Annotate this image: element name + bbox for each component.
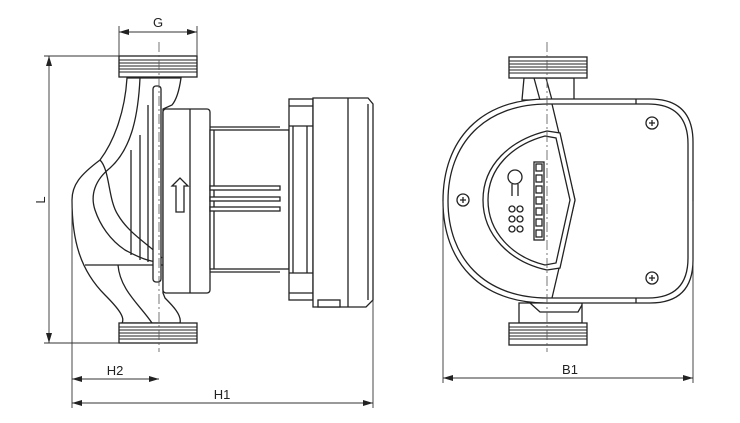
- screw-icon: [456, 193, 470, 207]
- screw-icon: [645, 116, 659, 130]
- motor-end-cap: [312, 97, 374, 308]
- dimension-g: G: [118, 15, 198, 56]
- led-indicator-grid-icon: [508, 205, 524, 233]
- bottom-neck: [518, 302, 583, 324]
- dimension-label-h1: H1: [214, 387, 231, 402]
- speed-knob-icon: [507, 169, 523, 185]
- cooling-fins: [209, 185, 281, 212]
- bottom-thread-nut: [118, 322, 198, 344]
- control-panel-window: [482, 130, 576, 271]
- dimension-label-h2: H2: [107, 363, 124, 378]
- flow-direction-arrow-icon: [170, 177, 190, 213]
- led-bar-indicator: [533, 161, 545, 241]
- dimension-l: L: [33, 55, 119, 344]
- front-bottom-thread-nut: [508, 322, 588, 346]
- dimension-label-g: G: [153, 15, 163, 30]
- flange-plate: [162, 108, 211, 294]
- top-neck: [521, 77, 575, 101]
- front-view: B1: [442, 42, 694, 383]
- side-view: G L H2 H1: [33, 15, 374, 408]
- volute-inner-contour: [92, 77, 161, 263]
- front-top-thread-nut: [508, 56, 588, 79]
- top-thread-nut: [118, 55, 198, 78]
- volute-rib: [99, 159, 163, 259]
- dimension-b1: B1: [442, 201, 694, 383]
- screw-icon: [645, 271, 659, 285]
- dimension-h1: H1: [72, 300, 374, 408]
- dimension-label-b1: B1: [562, 362, 578, 377]
- shaft-housing: [152, 85, 162, 283]
- dimension-h2: H2: [71, 200, 159, 408]
- dimension-label-l: L: [33, 196, 48, 203]
- volute-outlet-contour: [117, 264, 153, 324]
